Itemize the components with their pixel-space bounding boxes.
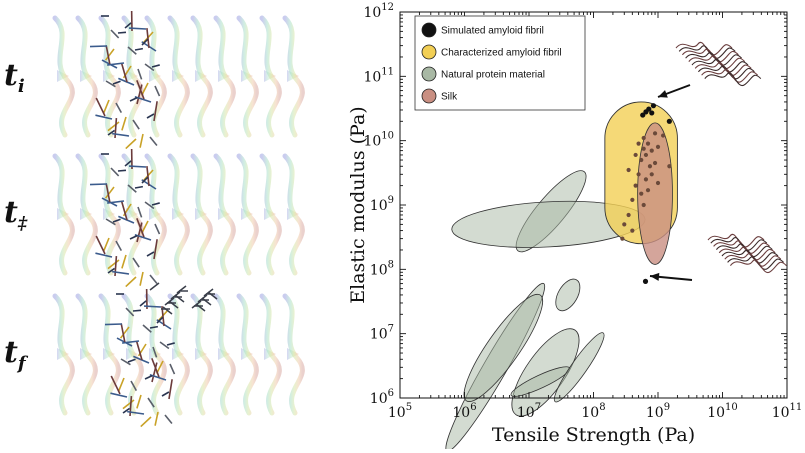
simulated-fibril-point	[656, 145, 660, 149]
structure-tdagger	[55, 149, 302, 287]
simulated-fibril-point	[646, 106, 651, 111]
legend-entry-label: Silk	[441, 92, 458, 103]
simulated-fibril-point	[650, 172, 654, 176]
simulated-fibril-point	[650, 149, 654, 153]
simulated-fibril-point	[636, 172, 640, 176]
y-tick-label: 108	[370, 259, 394, 278]
x-tick-label: 108	[581, 402, 605, 421]
simulated-fibril-point	[626, 168, 630, 172]
y-tick-label: 1012	[363, 2, 394, 21]
simulated-fibril-point	[642, 136, 646, 140]
simulated-fibril-point	[644, 153, 648, 157]
simulated-fibril-point	[646, 142, 650, 146]
simulated-fibril-point	[644, 177, 648, 181]
state-label-tf: tf	[4, 335, 26, 374]
legend-entry-label: Characterized amyloid fibril	[441, 48, 562, 59]
pointer-arrow-top-head	[658, 90, 668, 97]
y-tick-label: 1011	[363, 66, 394, 85]
simulated-fibril-point	[648, 164, 652, 168]
simulated-fibril-point	[636, 142, 640, 146]
protein-structures-panel: ti t‡ tf	[0, 0, 320, 449]
legend-marker	[422, 89, 436, 103]
y-tick-label: 107	[370, 324, 394, 343]
simulated-fibril-point	[639, 192, 643, 196]
simulated-fibril-point	[630, 229, 634, 233]
simulated-fibril-point	[667, 119, 672, 124]
simulated-fibril-point	[651, 103, 656, 108]
legend-marker	[422, 23, 436, 37]
simulated-fibril-point	[667, 164, 671, 168]
y-axis-label: Elastic modulus (Pa)	[347, 106, 369, 303]
simulated-fibril-point	[653, 161, 657, 165]
x-tick-label: 109	[646, 402, 670, 421]
state-label-tdagger: t‡	[4, 195, 27, 234]
legend-marker	[422, 45, 436, 59]
simulated-fibril-point	[643, 279, 648, 284]
x-tick-label: 107	[517, 402, 541, 421]
simulated-fibril-point	[630, 198, 634, 202]
simulated-fibril-point	[622, 222, 626, 226]
fibril-inset-bottom	[708, 234, 786, 272]
simulated-fibril-point	[661, 133, 665, 137]
x-tick-label: 105	[388, 402, 412, 421]
simulated-fibril-point	[626, 213, 630, 217]
x-axis-label: Tensile Strength (Pa)	[492, 424, 695, 446]
simulated-fibril-point	[656, 181, 660, 185]
legend-entry-label: Simulated amyloid fibril	[441, 26, 544, 37]
structure-tf	[55, 283, 302, 427]
simulated-fibril-point	[653, 131, 657, 135]
simulated-fibril-point	[642, 203, 646, 207]
legend-marker	[422, 67, 436, 81]
simulated-fibril-point	[639, 158, 643, 162]
simulated-fibril-point	[634, 184, 638, 188]
x-tick-label: 1011	[772, 402, 803, 421]
fibril-inset-top	[676, 42, 761, 85]
natural-protein-region	[551, 275, 585, 315]
state-label-ti: ti	[4, 58, 25, 97]
protein-structure-illustrations	[0, 0, 320, 449]
simulated-fibril-point	[646, 188, 650, 192]
legend-entry-label: Natural protein material	[441, 70, 545, 81]
simulated-fibril-point	[634, 153, 638, 157]
simulated-fibril-point	[620, 237, 624, 241]
simulated-fibril-point	[642, 147, 646, 151]
structure-ti	[55, 11, 302, 149]
x-tick-label: 1010	[707, 402, 738, 421]
y-tick-label: 109	[370, 195, 394, 214]
regions-layer	[437, 102, 678, 449]
